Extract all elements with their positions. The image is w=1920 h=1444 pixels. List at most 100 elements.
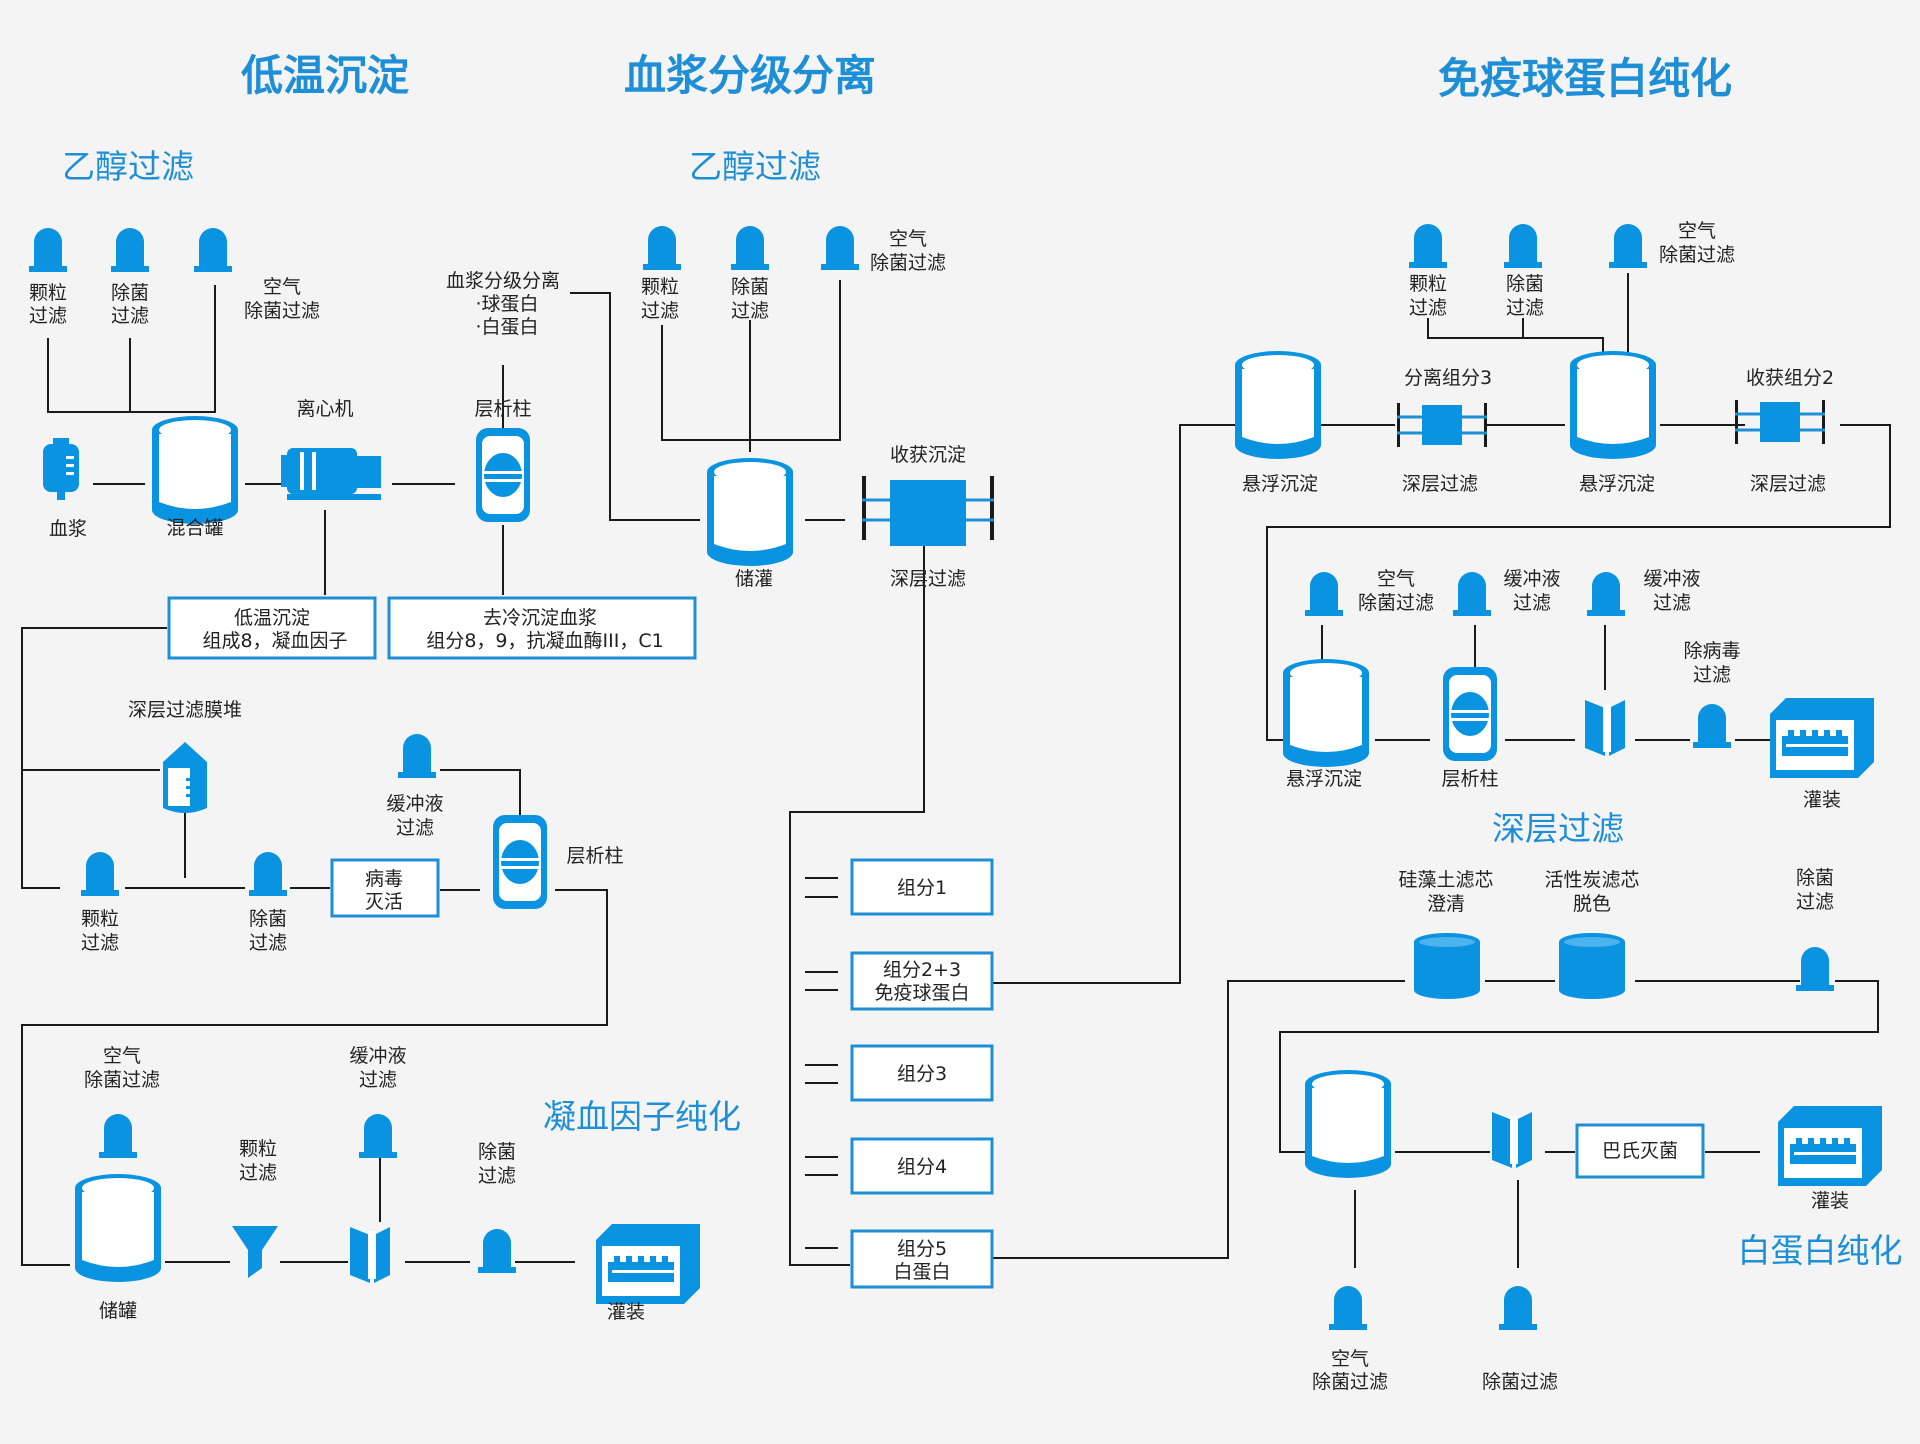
- label-air-sterile: 除菌过滤: [84, 1069, 160, 1091]
- tank-icon: [1235, 351, 1321, 459]
- filter-housing-icon: [1693, 704, 1731, 748]
- capsule-filter-icon: [350, 1227, 390, 1283]
- label-filter: 过滤: [29, 305, 67, 327]
- label-buffer: 缓冲液: [349, 1045, 406, 1067]
- filter-housing-icon: [81, 852, 119, 896]
- sterile-filter-1: 除菌 过滤: [111, 228, 149, 327]
- fraction-3: 组分3: [850, 1044, 994, 1102]
- label-diatom-1: 硅藻土滤芯: [1398, 869, 1493, 891]
- depth-filter-stack: 深层过滤膜堆: [128, 699, 242, 813]
- label-storage-tank-2: 储罐: [99, 1300, 137, 1322]
- filter-housing-icon: [1499, 1286, 1537, 1330]
- fraction-5-line1: 组分5: [897, 1238, 947, 1260]
- label-filter: 过滤: [731, 300, 769, 322]
- fraction-3-label: 组分3: [897, 1063, 947, 1085]
- particle-filter-5: 颗粒 过滤: [1409, 224, 1447, 319]
- label-air-sterile: 除菌过滤: [1312, 1371, 1388, 1393]
- label-particle: 颗粒: [239, 1138, 277, 1160]
- particle-filter-1: 颗粒 过滤: [29, 228, 67, 327]
- label-diatom-2: 澄清: [1427, 893, 1465, 915]
- centrifuge-icon: [281, 448, 381, 500]
- label-air: 空气: [1678, 220, 1716, 242]
- filter-housing-icon: [99, 1114, 137, 1158]
- capsule-filter-3: [1492, 1112, 1532, 1168]
- label-buffer: 缓冲液: [1643, 568, 1700, 590]
- label-air: 空气: [889, 228, 927, 250]
- label-filter: 过滤: [641, 300, 679, 322]
- label-filter: 过滤: [239, 1162, 277, 1184]
- label-filling: 灌装: [607, 1301, 645, 1323]
- particle-filter-4: 颗粒 过滤: [232, 1138, 278, 1278]
- suspension-tank-2: 悬浮沉淀: [1570, 351, 1656, 495]
- capsule-filter-2: [1585, 700, 1625, 756]
- section-title-fractionation: 血浆分级分离: [624, 51, 876, 100]
- label-filter: 过滤: [359, 1069, 397, 1091]
- suspension-tank-1: 悬浮沉淀: [1235, 351, 1321, 495]
- label-filter: 过滤: [1513, 592, 1551, 614]
- label-column: 层析柱: [1441, 768, 1498, 790]
- centrifuge: 离心机: [281, 398, 381, 500]
- sterile-filter-5: 除菌 过滤: [1504, 224, 1544, 319]
- filter-housing-icon: [1609, 224, 1647, 268]
- filter-housing-icon: [1504, 224, 1542, 268]
- label-storage-tank: 储灌: [735, 568, 773, 590]
- storage-tank-mid: 储灌: [707, 458, 793, 590]
- label-filling: 灌装: [1803, 789, 1841, 811]
- sterile-filter-4: 除菌 过滤: [478, 1141, 516, 1273]
- label-centrifuge: 离心机: [296, 398, 353, 420]
- label-air-sterile: 除菌过滤: [1358, 592, 1434, 614]
- label-harvest-frac2: 收获组分2: [1746, 367, 1834, 389]
- filter-housing-icon: [643, 226, 681, 270]
- capsule-filter-icon: [1585, 700, 1625, 756]
- label-suspension: 悬浮沉淀: [1286, 768, 1362, 790]
- pasteur-label: 巴氏灭菌: [1602, 1140, 1678, 1162]
- fraction-2-3-line1: 组分2+3: [883, 959, 961, 981]
- box-cryo-line2: 组成8，凝血因子: [202, 630, 347, 652]
- albumin-tank: [1305, 1070, 1391, 1178]
- label-filter: 过滤: [1796, 891, 1834, 913]
- chromatography-column-3: 层析柱: [1441, 667, 1499, 790]
- funnel-icon: [232, 1226, 278, 1278]
- diatomite-cartridge: 硅藻土滤芯 澄清: [1398, 869, 1494, 999]
- tank-icon: [1414, 933, 1480, 999]
- label-mixing-tank: 混合罐: [166, 517, 223, 539]
- chromatography-column-icon: [493, 815, 547, 909]
- label-filter: 过滤: [1506, 297, 1544, 319]
- plasma-bag: 血浆: [43, 438, 87, 540]
- label-frac-head: 血浆分级分离: [446, 270, 560, 292]
- chromatography-column-1: 层析柱: [474, 398, 532, 522]
- depth-filter-icon: [1395, 401, 1489, 449]
- buffer-filter-1: 缓冲液 过滤: [386, 734, 444, 839]
- label-air-sterile: 除菌过滤: [1482, 1371, 1558, 1393]
- tank-icon: [1305, 1070, 1391, 1178]
- air-filter-2: 空气 除菌过滤: [821, 226, 946, 274]
- label-air: 空气: [1377, 568, 1415, 590]
- particle-filter-2: 颗粒 过滤: [641, 226, 681, 322]
- fraction-5-line2: 白蛋白: [893, 1261, 950, 1283]
- label-air-sterile: 除菌过滤: [1659, 244, 1735, 266]
- label-air-sterile: 除菌过滤: [870, 252, 946, 274]
- tank-icon: [1283, 659, 1369, 767]
- filter-housing-icon: [249, 852, 287, 896]
- buffer-filter-3: 缓冲液 过滤: [1453, 568, 1561, 616]
- air-filter-3: 空气 除菌过滤: [84, 1045, 160, 1158]
- buffer-filter-2: 缓冲液 过滤: [349, 1045, 407, 1158]
- label-particle: 颗粒: [641, 276, 679, 298]
- filter-housing-icon: [1796, 947, 1834, 991]
- label-air-sterile: 除菌过滤: [244, 300, 320, 322]
- label-depth-filter: 深层过滤: [1750, 473, 1826, 495]
- label-filter: 过滤: [249, 932, 287, 954]
- sterile-filter-2: 除菌 过滤: [731, 226, 769, 322]
- air-filter-1: 空气 除菌过滤: [194, 228, 320, 322]
- label-filter: 过滤: [81, 932, 119, 954]
- filling-machine-1: 灌装: [596, 1224, 700, 1323]
- label-suspension: 悬浮沉淀: [1242, 473, 1318, 495]
- chromatography-column-2: 层析柱: [493, 815, 624, 909]
- label-particle: 颗粒: [81, 908, 119, 930]
- box-decryo-line1: 去冷沉淀血浆: [483, 607, 597, 629]
- label-suspension: 悬浮沉淀: [1579, 473, 1655, 495]
- label-buffer: 缓冲液: [386, 793, 443, 815]
- label-sterile: 除菌: [249, 908, 287, 930]
- label-air: 空气: [103, 1045, 141, 1067]
- box-decryo-line2: 组分8，9，抗凝血酶III，C1: [426, 630, 663, 652]
